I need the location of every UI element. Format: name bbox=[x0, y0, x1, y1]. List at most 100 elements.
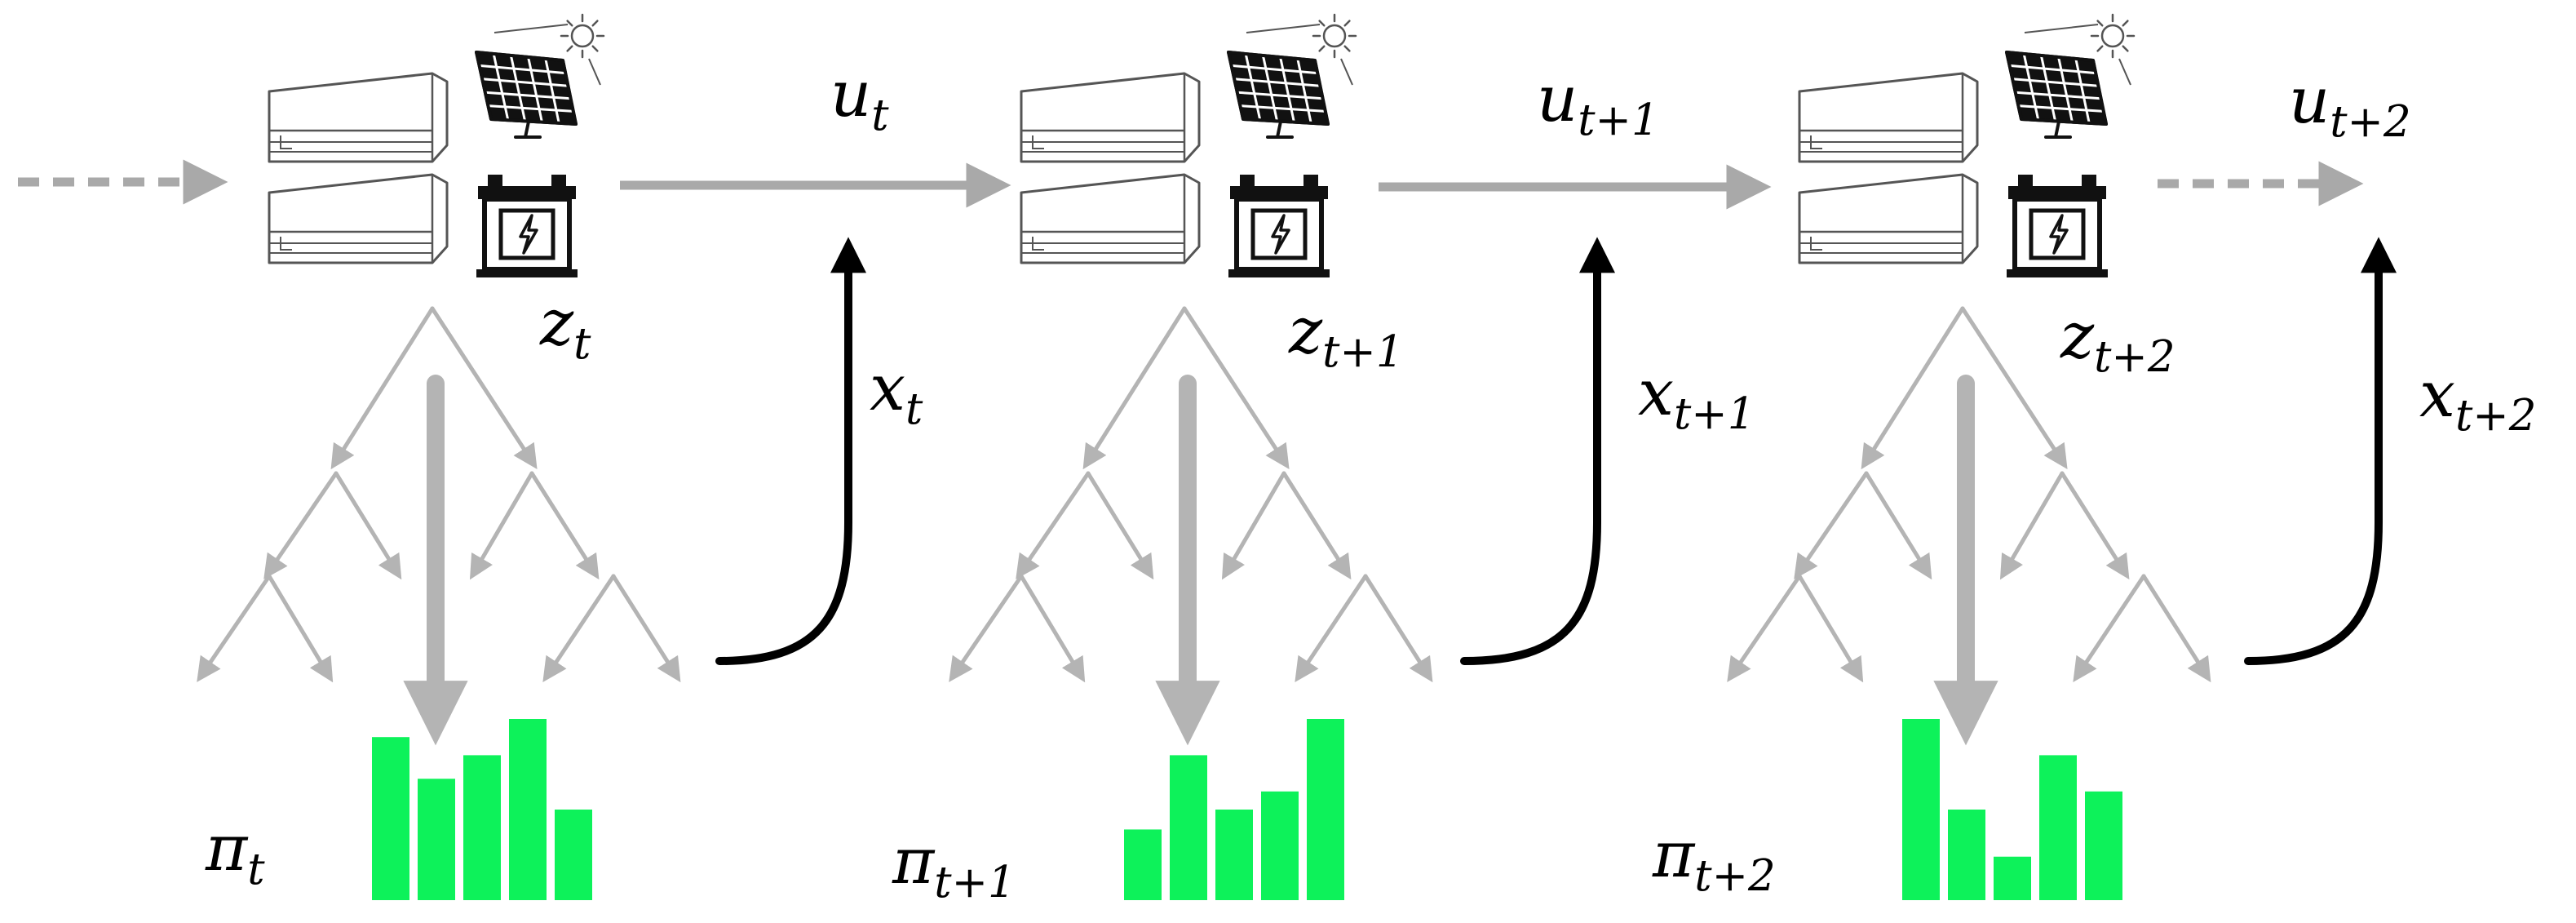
battery-icon bbox=[2007, 175, 2108, 277]
tree-branch bbox=[1999, 471, 2065, 580]
distribution-bar bbox=[372, 737, 409, 900]
battery-icon bbox=[1228, 175, 1330, 277]
distribution-bar bbox=[1170, 755, 1207, 900]
tree-branch bbox=[1960, 306, 2068, 470]
observation-label-subscript: t+2 bbox=[2455, 390, 2537, 441]
solar-panel-icon bbox=[1227, 13, 1357, 139]
scenario-tree bbox=[1727, 306, 2211, 683]
feedback-arrow bbox=[2244, 237, 2397, 665]
tree-branch bbox=[330, 306, 435, 470]
tree-branch bbox=[469, 471, 534, 580]
state-label-symbol: z bbox=[539, 286, 574, 360]
observation-label: xt bbox=[870, 352, 923, 434]
policy-distribution bbox=[1902, 719, 2122, 900]
air-conditioner-top-icon bbox=[1798, 72, 1979, 163]
distribution-bar bbox=[1902, 719, 1940, 900]
tree-branch bbox=[1861, 306, 1965, 470]
tree-branch bbox=[2060, 471, 2130, 580]
sun-icon bbox=[2024, 13, 2136, 86]
control-label-symbol: u bbox=[1537, 63, 1578, 136]
air-conditioner-top-icon bbox=[1020, 72, 1201, 163]
air-conditioner-top-icon bbox=[268, 72, 449, 163]
battery-icon bbox=[476, 175, 578, 277]
policy-label-symbol: π bbox=[205, 812, 249, 885]
distribution-bar bbox=[2085, 791, 2122, 900]
distribution-bar bbox=[1307, 719, 1344, 900]
policy-label-symbol: π bbox=[892, 825, 936, 899]
distribution-bar bbox=[1994, 856, 2031, 900]
tree-branch bbox=[949, 574, 1024, 682]
tree-branch bbox=[1019, 574, 1086, 683]
control-label-subscript: t bbox=[871, 90, 889, 140]
distribution-bar bbox=[2039, 755, 2077, 900]
policy-label-subscript: t bbox=[247, 844, 265, 894]
state-label-symbol: z bbox=[1288, 295, 1323, 368]
scenario-tree bbox=[949, 306, 1433, 683]
distribution-bar bbox=[418, 779, 455, 900]
policy-distribution bbox=[1124, 719, 1344, 900]
control-label: ut bbox=[830, 58, 889, 140]
tree-branch bbox=[611, 574, 681, 683]
tree-branch bbox=[1016, 471, 1091, 579]
policy-label-symbol: π bbox=[1652, 819, 1696, 892]
distribution-bar bbox=[1215, 810, 1253, 900]
solar-panel-icon bbox=[2005, 13, 2136, 139]
distribution-bar bbox=[1261, 791, 1299, 900]
tree-branch bbox=[2141, 574, 2211, 683]
sun-icon bbox=[494, 13, 605, 86]
state-label-subscript: t+2 bbox=[2094, 331, 2175, 382]
control-label: ut+1 bbox=[1537, 63, 1659, 145]
policy-distribution bbox=[372, 719, 592, 900]
distribution-bar bbox=[1948, 810, 1985, 900]
tree-branch bbox=[1794, 471, 1869, 579]
observation-label-symbol: x bbox=[870, 352, 905, 425]
policy-label-subscript: t+1 bbox=[934, 857, 1016, 907]
stage-2: ut+1zt+1xt+1πt+1 bbox=[892, 13, 1755, 907]
tree-branch bbox=[1727, 574, 1802, 682]
tree-branch bbox=[2073, 574, 2146, 682]
tree-branch bbox=[267, 574, 334, 683]
tree-branch bbox=[1295, 574, 1368, 682]
tree-branch bbox=[1182, 306, 1290, 470]
tree-branch bbox=[1797, 574, 1864, 683]
distribution-bar bbox=[555, 810, 592, 900]
tree-branch bbox=[1281, 471, 1352, 580]
control-label: ut+2 bbox=[2289, 64, 2411, 147]
tree-branch bbox=[542, 574, 616, 682]
state-label-subscript: t bbox=[573, 318, 591, 369]
tree-branch bbox=[197, 574, 272, 682]
state-label-subscript: t+1 bbox=[1322, 326, 1404, 377]
tree-branch bbox=[334, 471, 402, 580]
stage-3: ut+2zt+2xt+2πt+2 bbox=[1652, 13, 2537, 901]
state-label: zt bbox=[539, 286, 591, 369]
observation-label-subscript: t bbox=[905, 384, 923, 434]
observation-label: xt+1 bbox=[1638, 357, 1755, 439]
state-label: zt+2 bbox=[2060, 300, 2175, 382]
air-conditioner-bottom-icon bbox=[268, 173, 449, 264]
air-conditioner-bottom-icon bbox=[1020, 173, 1201, 264]
tree-branch bbox=[1086, 471, 1154, 580]
policy-label: πt+2 bbox=[1652, 819, 1776, 901]
tree-branch bbox=[1221, 471, 1286, 580]
tree-branch bbox=[263, 471, 339, 579]
control-label-symbol: u bbox=[2289, 64, 2330, 138]
distribution-bar bbox=[463, 755, 501, 900]
control-label-symbol: u bbox=[830, 58, 871, 131]
sun-icon bbox=[1246, 13, 1357, 86]
observation-label: xt+2 bbox=[2419, 358, 2537, 441]
transition-arrows bbox=[18, 159, 2364, 210]
solar-panel-icon bbox=[475, 13, 605, 139]
distribution-bar bbox=[509, 719, 547, 900]
distribution-bar bbox=[1124, 829, 1162, 900]
policy-label: πt+1 bbox=[892, 825, 1016, 907]
feedback-arrow bbox=[1460, 237, 1616, 665]
tree-branch bbox=[1363, 574, 1433, 683]
control-label-subscript: t+2 bbox=[2330, 96, 2411, 147]
control-label-subscript: t+1 bbox=[1578, 95, 1659, 145]
policy-label: πt bbox=[205, 812, 265, 894]
tree-branch bbox=[1082, 306, 1187, 470]
observation-label-symbol: x bbox=[2419, 358, 2455, 432]
